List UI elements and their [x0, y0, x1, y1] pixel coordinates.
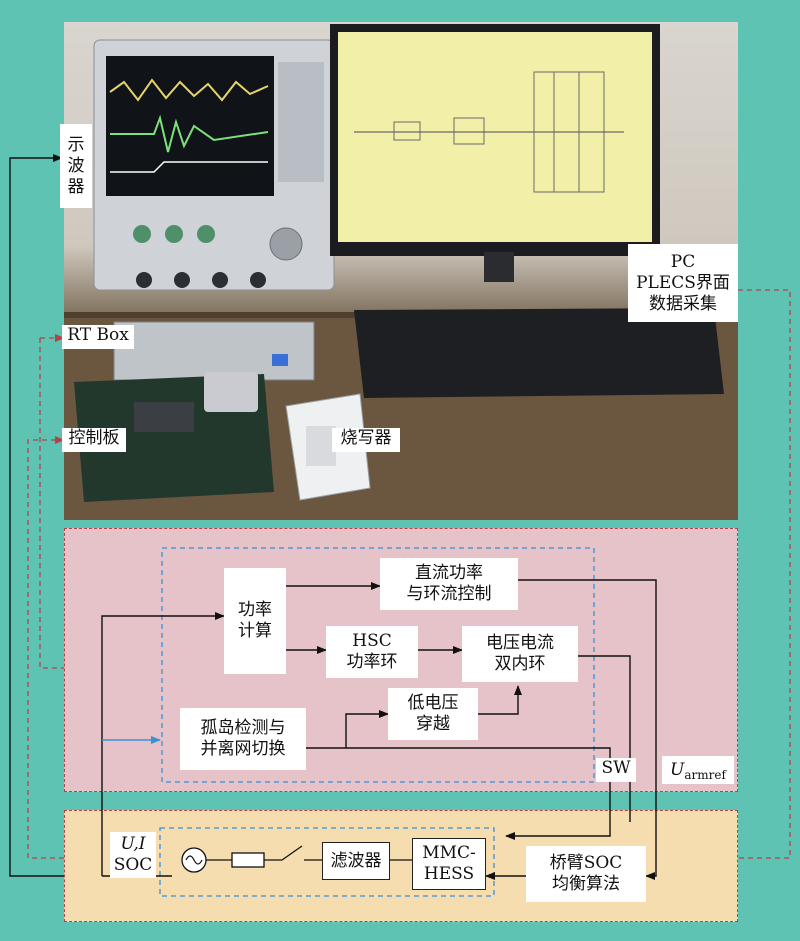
dc-power-block: 直流功率 与环流控制: [380, 558, 518, 610]
hsc-power-loop-block: HSC 功率环: [326, 626, 418, 678]
dual-loop-line2: 双内环: [494, 654, 546, 674]
power-calc-line1: 功率: [238, 600, 272, 620]
filter-block: 滤波器: [322, 842, 390, 880]
island-line1: 孤岛检测与: [200, 718, 286, 738]
switch-icon: [264, 845, 303, 861]
soc-balance-block: 桥臂SOC 均衡算法: [526, 846, 646, 902]
pc-label-line2: PLECS界面: [636, 272, 730, 293]
island-detection-block: 孤岛检测与 并离网切换: [180, 708, 306, 770]
soc-balance-line1: 桥臂SOC: [549, 853, 623, 873]
dc-power-line1: 直流功率: [415, 563, 483, 583]
filter-text: 滤波器: [330, 850, 382, 871]
lab-setup-photo: [64, 22, 738, 520]
pc-label: PC PLECS界面 数据采集: [628, 244, 738, 322]
programmer-label: 烧写器: [332, 428, 400, 452]
mmc-hess-block: MMC- HESS: [412, 838, 486, 890]
oscilloscope-label-line1: 示: [67, 134, 85, 155]
ui-soc-line2: SOC: [113, 855, 153, 875]
oscilloscope-label-line2: 波: [67, 155, 85, 176]
dc-power-line2: 与环流控制: [406, 584, 492, 604]
dual-loop-block: 电压电流 双内环: [462, 626, 578, 682]
control-board-label: 控制板: [62, 428, 126, 452]
hsc-line2: 功率环: [346, 652, 398, 672]
rt-box-label: RT Box: [62, 325, 134, 349]
uarmref-main: U: [670, 760, 685, 780]
lvrt-line1: 低电压: [407, 693, 459, 713]
island-line2: 并离网切换: [200, 739, 286, 759]
sw-label: SW: [596, 758, 636, 782]
hsc-line1: HSC: [352, 631, 392, 651]
power-calc-line2: 计算: [238, 621, 272, 641]
pc-label-line1: PC: [670, 251, 696, 272]
oscilloscope-label: 示 波 器: [60, 124, 92, 208]
lab-setup-illustration: [64, 24, 738, 520]
ui-soc-line1: U,I: [120, 834, 146, 854]
uarmref-label: Uarmref: [662, 756, 734, 784]
resistor-icon: [231, 852, 265, 868]
lvrt-line2: 穿越: [416, 714, 450, 734]
pc-label-line3: 数据采集: [649, 293, 717, 314]
uarmref-sub: armref: [684, 768, 726, 782]
lvrt-block: 低电压 穿越: [388, 688, 478, 740]
dual-loop-line1: 电压电流: [486, 633, 554, 653]
oscilloscope-label-line3: 器: [67, 176, 85, 197]
mmc-line1: MMC-: [422, 843, 476, 863]
mmc-line2: HESS: [423, 864, 475, 884]
soc-balance-line2: 均衡算法: [552, 874, 620, 894]
ui-soc-label: U,I SOC: [110, 832, 156, 878]
power-calc-block: 功率 计算: [224, 568, 286, 674]
